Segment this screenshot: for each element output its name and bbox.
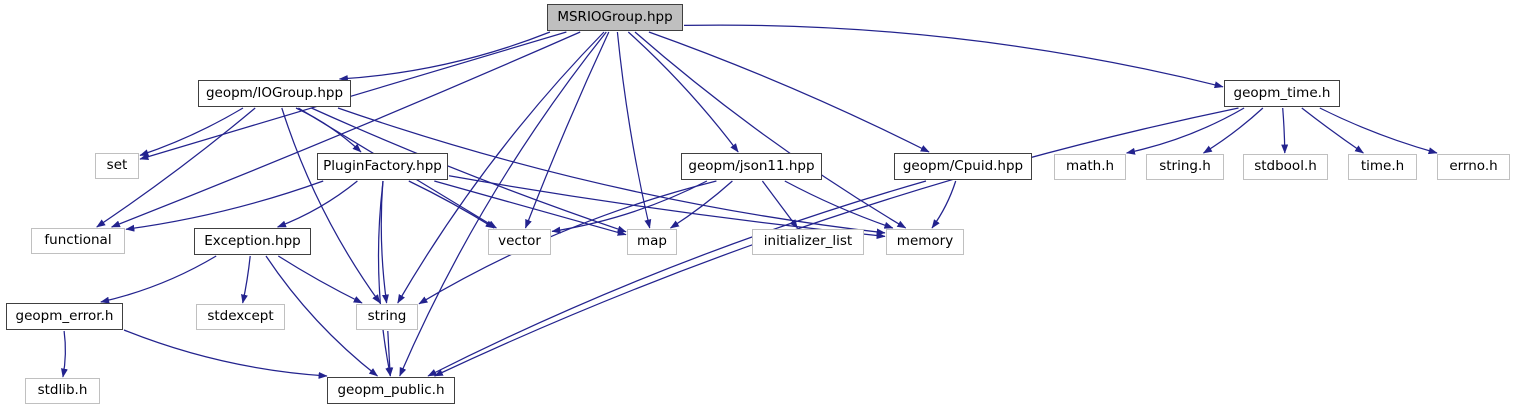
graph-node-time_h[interactable]: time.h xyxy=(1348,154,1417,180)
graph-node-map[interactable]: map xyxy=(627,229,677,255)
graph-edge-msriogroup-to-geopm_public xyxy=(399,31,607,377)
graph-node-string_h[interactable]: string.h xyxy=(1146,154,1224,180)
graph-edge-string-to-geopm_public xyxy=(386,330,394,377)
graph-node-label: time.h xyxy=(1360,158,1405,175)
graph-edge-cpuid-to-memory xyxy=(931,180,957,229)
graph-node-pluginfactory[interactable]: PluginFactory.hpp xyxy=(317,153,448,180)
graph-node-label: geopm/IOGroup.hpp xyxy=(205,84,344,101)
graph-node-json11[interactable]: geopm/json11.hpp xyxy=(681,153,822,180)
graph-edge-pluginfactory-to-map xyxy=(434,180,627,236)
graph-edge-msriogroup-to-set xyxy=(139,31,567,161)
graph-edge-iogroup-to-set xyxy=(139,107,244,157)
graph-node-vector[interactable]: vector xyxy=(488,229,551,255)
graph-node-label: set xyxy=(106,157,128,174)
graph-node-label: map xyxy=(637,233,667,250)
graph-edge-pluginfactory-to-memory xyxy=(448,175,886,240)
graph-edge-pluginfactory-to-string xyxy=(380,180,389,304)
graph-node-label: string xyxy=(367,308,407,325)
graph-edge-msriogroup-to-iogroup xyxy=(338,31,551,82)
graph-edge-geopm_error-to-geopm_public xyxy=(123,329,328,379)
graph-edge-msriogroup-to-vector xyxy=(524,31,610,229)
graph-edge-iogroup-to-string xyxy=(281,107,381,304)
graph-edge-iogroup-to-memory xyxy=(337,107,886,236)
graph-edge-pluginfactory-to-exception xyxy=(277,180,358,228)
graph-node-label: memory xyxy=(896,233,954,250)
graph-edge-geopm_time-to-time_h xyxy=(1301,107,1364,154)
graph-node-geopm_public[interactable]: geopm_public.h xyxy=(327,377,455,404)
graph-edge-msriogroup-to-geopm_time xyxy=(683,24,1224,89)
graph-node-label: PluginFactory.hpp xyxy=(323,157,442,174)
graph-edge-pluginfactory-to-vector xyxy=(408,180,495,229)
graph-node-label: stdbool.h xyxy=(1254,158,1317,175)
graph-edge-iogroup-to-map xyxy=(311,107,627,233)
graph-node-label: geopm_public.h xyxy=(337,381,445,398)
graph-node-label: geopm_error.h xyxy=(15,307,114,324)
graph-edge-msriogroup-to-map xyxy=(616,31,652,229)
graph-node-label: initializer_list xyxy=(763,233,853,250)
graph-edge-json11-to-map xyxy=(669,180,733,229)
graph-edge-cpuid-to-geopm_public xyxy=(427,180,927,377)
graph-edge-json11-to-string xyxy=(418,180,717,305)
graph-edge-msriogroup-to-cpuid xyxy=(648,31,930,153)
graph-node-label: errno.h xyxy=(1449,158,1498,175)
graph-node-stdexcept[interactable]: stdexcept xyxy=(196,304,285,330)
graph-node-label: geopm/Cpuid.hpp xyxy=(902,157,1024,174)
graph-node-label: Exception.hpp xyxy=(204,232,301,249)
graph-node-initializer[interactable]: initializer_list xyxy=(752,229,864,255)
graph-edge-msriogroup-to-string xyxy=(397,31,605,304)
graph-edge-geopm_error-to-stdlib_h xyxy=(61,330,68,378)
graph-edge-geopm_time-to-math_h xyxy=(1126,107,1245,155)
graph-node-string[interactable]: string xyxy=(356,304,418,330)
graph-node-label: geopm_time.h xyxy=(1233,84,1331,101)
graph-node-iogroup[interactable]: geopm/IOGroup.hpp xyxy=(198,80,351,107)
graph-node-stdbool_h[interactable]: stdbool.h xyxy=(1243,154,1328,180)
graph-node-label: math.h xyxy=(1065,158,1115,175)
graph-node-label: geopm/json11.hpp xyxy=(688,157,815,174)
graph-edge-geopm_time-to-errno_h xyxy=(1319,107,1438,155)
graph-node-geopm_time[interactable]: geopm_time.h xyxy=(1224,80,1340,107)
graph-edge-exception-to-stdexcept xyxy=(241,255,251,304)
graph-node-geopm_error[interactable]: geopm_error.h xyxy=(6,303,123,330)
graph-edge-geopm_time-to-geopm_public xyxy=(433,107,1239,377)
graph-node-errno_h[interactable]: errno.h xyxy=(1437,154,1510,180)
graph-edge-exception-to-geopm_public xyxy=(265,255,378,377)
graph-edge-geopm_time-to-string_h xyxy=(1202,107,1264,154)
graph-node-label: functional xyxy=(44,232,112,249)
graph-edge-json11-to-initializer xyxy=(761,180,799,229)
graph-edge-iogroup-to-functional xyxy=(96,107,256,228)
graph-edge-pluginfactory-to-geopm_public xyxy=(377,180,393,377)
graph-node-exception[interactable]: Exception.hpp xyxy=(194,228,311,255)
graph-edge-exception-to-geopm_error xyxy=(100,255,217,304)
graph-node-set[interactable]: set xyxy=(95,153,139,179)
graph-node-msriogroup[interactable]: MSRIOGroup.hpp xyxy=(547,4,683,31)
graph-node-functional[interactable]: functional xyxy=(31,228,125,254)
graph-node-label: stdexcept xyxy=(207,308,274,325)
graph-edge-pluginfactory-to-functional xyxy=(125,180,324,232)
graph-node-math_h[interactable]: math.h xyxy=(1054,154,1126,180)
graph-node-memory[interactable]: memory xyxy=(886,229,964,255)
graph-node-label: stdlib.h xyxy=(37,382,88,399)
graph-node-label: vector xyxy=(498,233,541,250)
graph-node-label: string.h xyxy=(1159,158,1211,175)
graph-node-label: MSRIOGroup.hpp xyxy=(557,8,673,25)
graph-edge-exception-to-string xyxy=(277,255,363,304)
graph-node-cpuid[interactable]: geopm/Cpuid.hpp xyxy=(894,153,1032,180)
graph-edge-geopm_time-to-stdbool_h xyxy=(1281,107,1289,154)
graph-node-stdlib_h[interactable]: stdlib.h xyxy=(25,378,100,404)
graph-edge-msriogroup-to-functional xyxy=(111,31,581,228)
graph-edge-msriogroup-to-json11 xyxy=(627,31,739,153)
graph-edge-json11-to-memory xyxy=(784,180,894,229)
